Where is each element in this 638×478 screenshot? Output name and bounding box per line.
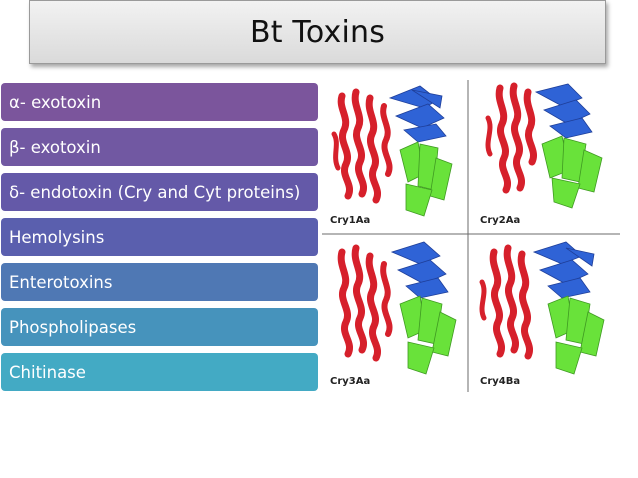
blue-sheet-domain bbox=[390, 241, 449, 299]
panel-label: Cry4Ba bbox=[480, 376, 520, 387]
helix-domain bbox=[331, 88, 393, 204]
blue-sheet-domain bbox=[532, 241, 595, 299]
structure-grid: Cry1Aa Cry2Aa bbox=[322, 80, 620, 392]
panel-cry3aa: Cry3Aa bbox=[330, 241, 457, 387]
list-item-label: Chitinase bbox=[9, 362, 86, 382]
green-sheet-domain bbox=[399, 141, 453, 217]
list-item-enterotoxins: Enterotoxins bbox=[1, 263, 318, 301]
list-item-label: Hemolysins bbox=[9, 227, 105, 247]
list-item-hemolysins: Hemolysins bbox=[1, 218, 318, 256]
helix-domain bbox=[337, 244, 393, 362]
list-item-label: α- exotoxin bbox=[9, 92, 102, 112]
list-item-alpha-exotoxin: α- exotoxin bbox=[1, 83, 318, 121]
list-item-phospholipases: Phospholipases bbox=[1, 308, 318, 346]
list-item-delta-endotoxin: δ- endotoxin (Cry and Cyt proteins) bbox=[1, 173, 318, 211]
helix-domain bbox=[485, 82, 537, 194]
list-item-label: δ- endotoxin (Cry and Cyt proteins) bbox=[9, 182, 301, 202]
blue-sheet-domain bbox=[388, 85, 447, 143]
list-item-chitinase: Chitinase bbox=[1, 353, 318, 391]
green-sheet-domain bbox=[541, 135, 603, 209]
protein-structure-figure: Cry1Aa Cry2Aa bbox=[320, 78, 622, 394]
list-item-beta-exotoxin: β- exotoxin bbox=[1, 128, 318, 166]
panel-label: Cry1Aa bbox=[330, 215, 370, 226]
panel-cry4ba: Cry4Ba bbox=[479, 241, 605, 387]
list-item-label: Enterotoxins bbox=[9, 272, 113, 292]
blue-sheet-domain bbox=[534, 83, 593, 139]
helix-domain bbox=[479, 244, 533, 360]
green-sheet-domain bbox=[547, 295, 605, 375]
panel-cry1aa: Cry1Aa bbox=[330, 85, 453, 226]
panel-label: Cry2Aa bbox=[480, 215, 520, 226]
list-item-label: Phospholipases bbox=[9, 317, 137, 337]
panel-cry2aa: Cry2Aa bbox=[480, 82, 603, 226]
title-box: Bt Toxins bbox=[29, 0, 606, 64]
slide-title: Bt Toxins bbox=[249, 14, 386, 50]
list-item-label: β- exotoxin bbox=[9, 137, 101, 157]
green-sheet-domain bbox=[399, 295, 457, 375]
panel-label: Cry3Aa bbox=[330, 376, 370, 387]
